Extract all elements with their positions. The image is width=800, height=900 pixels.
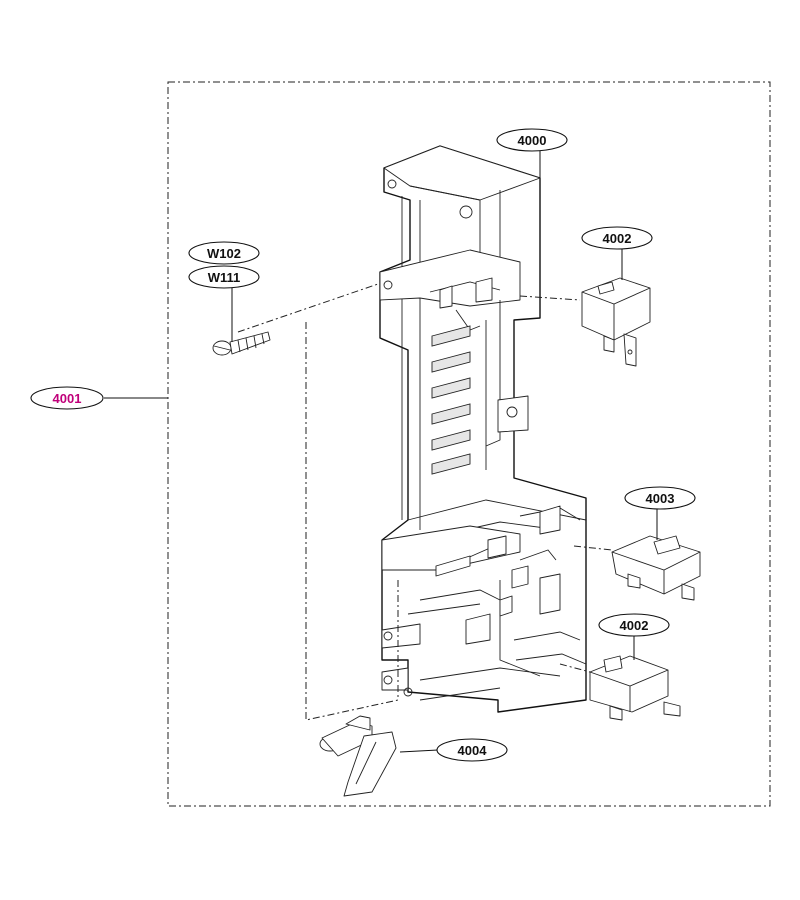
svg-text:4002: 4002 — [620, 618, 649, 633]
svg-text:W102: W102 — [207, 246, 241, 261]
svg-text:W111: W111 — [208, 270, 241, 285]
assembly-boundary — [167, 81, 771, 807]
lever-icon — [319, 715, 397, 797]
switch-bottom — [589, 655, 681, 721]
label-switch-mid: 4003 — [624, 486, 696, 510]
label-assembly: 4001 — [30, 386, 104, 410]
svg-text:4002: 4002 — [603, 231, 632, 246]
switch-top — [581, 277, 651, 367]
label-washer-b: W111 — [188, 265, 260, 289]
label-lever: 4004 — [436, 738, 508, 762]
label-washer-a: W102 — [188, 241, 260, 265]
label-frame: 4000 — [496, 128, 568, 152]
label-switch-bottom: 4002 — [598, 613, 670, 637]
svg-text:4003: 4003 — [646, 491, 675, 506]
latch-frame — [379, 145, 587, 713]
svg-text:4000: 4000 — [518, 133, 547, 148]
screw-icon — [212, 331, 271, 356]
vent-slots — [431, 325, 471, 475]
svg-text:4004: 4004 — [458, 743, 488, 758]
svg-text:4001: 4001 — [53, 391, 82, 406]
switch-mid — [611, 535, 701, 601]
label-switch-top: 4002 — [581, 226, 653, 250]
